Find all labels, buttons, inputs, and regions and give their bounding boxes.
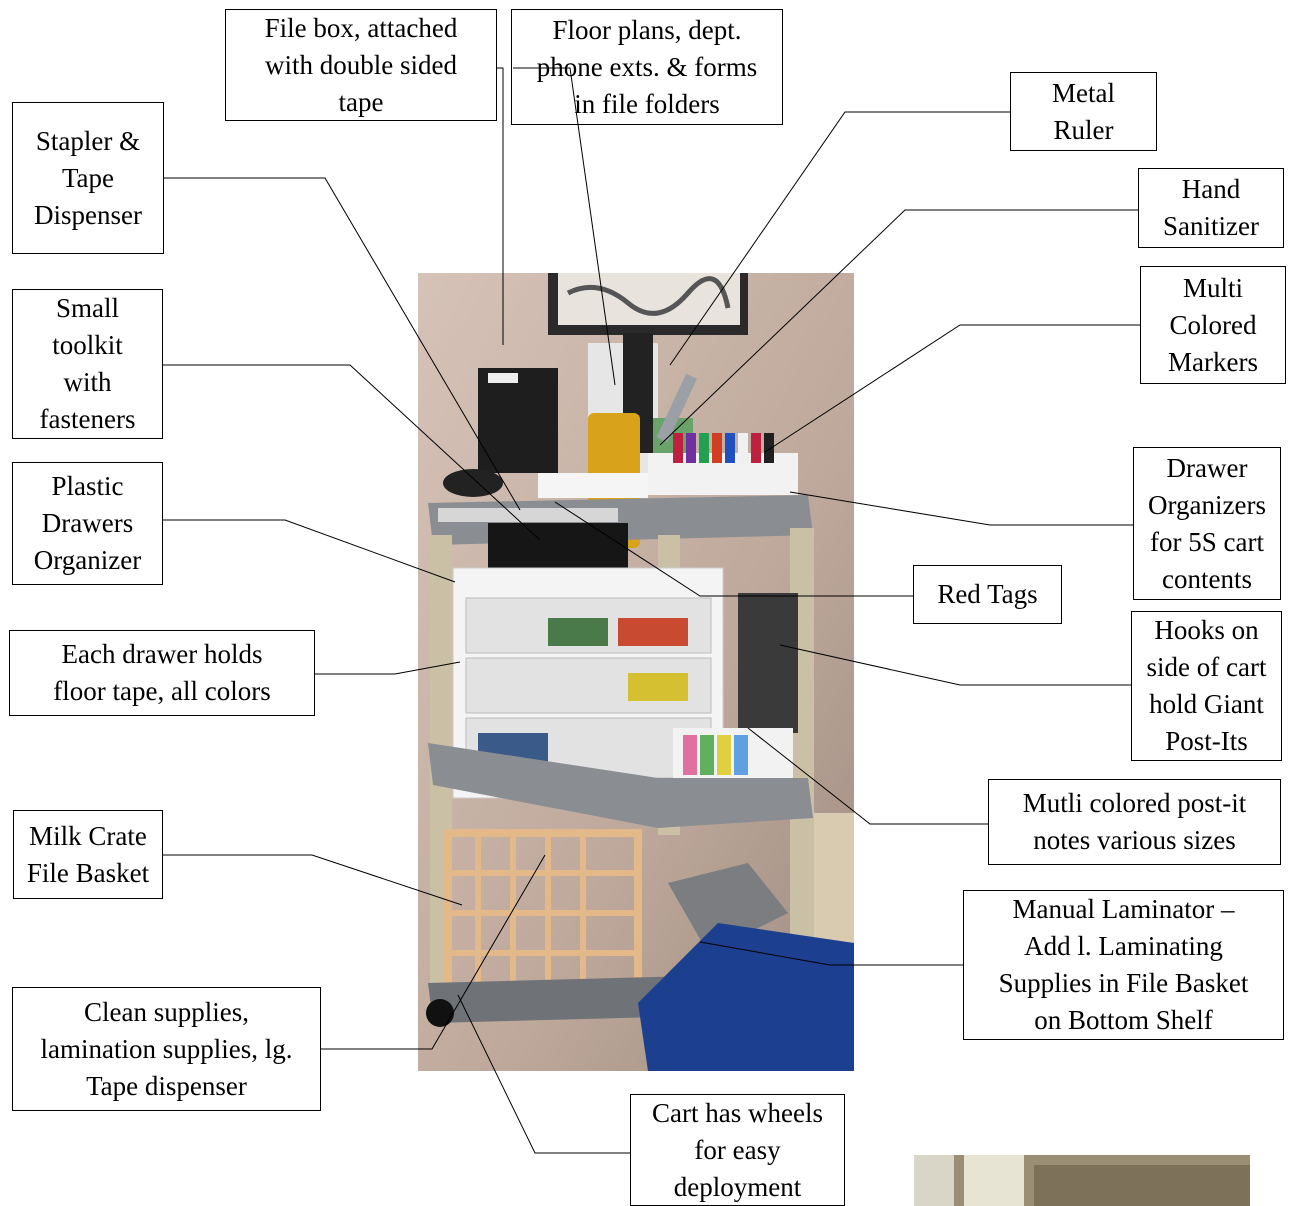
callout-laminator: Manual Laminator – Add l. Laminating Sup… bbox=[963, 890, 1284, 1040]
secondary-photo bbox=[914, 1155, 1250, 1206]
callout-clean-supplies: Clean supplies, lamination supplies, lg.… bbox=[12, 987, 321, 1111]
laminator bbox=[668, 863, 788, 953]
callout-text: Mutli colored post-it notes various size… bbox=[1022, 788, 1247, 855]
callout-wheels: Cart has wheels for easy deployment bbox=[630, 1094, 845, 1206]
callout-red-tags: Red Tags bbox=[913, 565, 1062, 624]
callout-text: Hand Sanitizer bbox=[1163, 174, 1259, 241]
callout-plastic-drawers: Plastic Drawers Organizer bbox=[12, 462, 163, 585]
callout-floor-plans: Floor plans, dept. phone exts. & forms i… bbox=[511, 9, 783, 125]
callout-text: Hooks on side of cart hold Giant Post-It… bbox=[1146, 615, 1267, 756]
file-box bbox=[478, 368, 558, 473]
callout-floor-tape: Each drawer holds floor tape, all colors bbox=[9, 630, 315, 716]
callout-text: Small toolkit with fasteners bbox=[39, 293, 136, 434]
callout-hooks: Hooks on side of cart hold Giant Post-It… bbox=[1131, 611, 1282, 761]
giant-post-its bbox=[738, 593, 798, 733]
cart-photo bbox=[418, 273, 854, 1071]
callout-stapler: Stapler & Tape Dispenser bbox=[12, 102, 164, 254]
callout-text: Red Tags bbox=[937, 579, 1038, 609]
cart-illustration bbox=[418, 273, 854, 1071]
callout-text: Cart has wheels for easy deployment bbox=[652, 1097, 823, 1202]
callout-text: Floor plans, dept. phone exts. & forms i… bbox=[536, 14, 758, 119]
callout-text: Multi Colored Markers bbox=[1168, 272, 1258, 377]
callout-post-it-notes: Mutli colored post-it notes various size… bbox=[988, 779, 1281, 865]
callout-hand-sanitizer: Hand Sanitizer bbox=[1138, 168, 1284, 248]
callout-text: Each drawer holds floor tape, all colors bbox=[53, 639, 271, 706]
callout-markers: Multi Colored Markers bbox=[1140, 266, 1286, 384]
leader-plastic-drawers bbox=[163, 519, 456, 583]
callout-text: Drawer Organizers for 5S cart contents bbox=[1148, 452, 1266, 594]
callout-toolkit: Small toolkit with fasteners bbox=[12, 289, 163, 439]
callout-drawer-organizers: Drawer Organizers for 5S cart contents bbox=[1133, 447, 1281, 600]
callout-text: Manual Laminator – Add l. Laminating Sup… bbox=[998, 894, 1249, 1035]
callout-file-box: File box, attached with double sided tap… bbox=[225, 9, 497, 121]
red-tags-tray bbox=[538, 473, 648, 498]
callout-metal-ruler: Metal Ruler bbox=[1010, 72, 1157, 151]
callout-text: Metal Ruler bbox=[1052, 77, 1115, 145]
middle-shelf bbox=[428, 743, 813, 828]
callout-text: Milk Crate File Basket bbox=[26, 820, 150, 888]
callout-text: Stapler & Tape Dispenser bbox=[34, 125, 142, 230]
callout-text: Clean supplies, lamination supplies, lg.… bbox=[40, 996, 293, 1101]
stapler bbox=[443, 469, 503, 497]
callout-milk-crate: Milk Crate File Basket bbox=[13, 810, 163, 899]
callout-text: Plastic Drawers Organizer bbox=[33, 471, 142, 575]
cart-wheel bbox=[426, 999, 454, 1027]
callout-text: File box, attached with double sided tap… bbox=[264, 12, 458, 117]
marker-tray bbox=[648, 453, 798, 495]
